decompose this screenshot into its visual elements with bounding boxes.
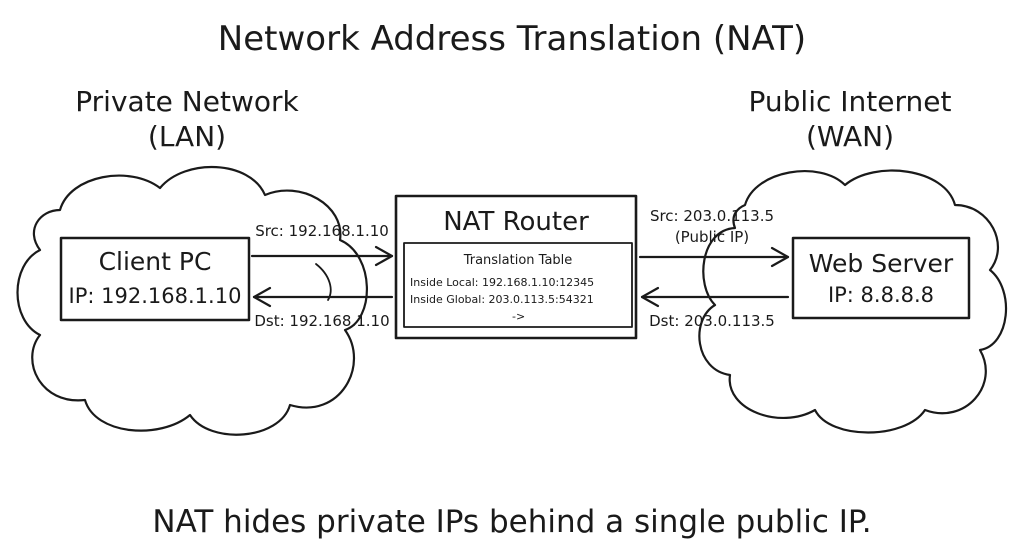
- inside-local-entry: Inside Local: 192.168.1.10:12345: [410, 276, 594, 289]
- inside-global-entry: Inside Global: 203.0.113.5:54321: [410, 293, 594, 306]
- nat-router-name: NAT Router: [443, 207, 589, 237]
- web-server-box: [791, 236, 971, 320]
- wan-outbound-arrowhead: [770, 246, 790, 268]
- translation-table-title: Translation Table: [463, 253, 573, 268]
- client-pc-box: [59, 236, 251, 322]
- web-server-ip: IP: 8.8.8.8: [828, 283, 934, 307]
- web-server-name: Web Server: [809, 249, 954, 278]
- lan-src-label: Src: 192.168.1.10: [255, 222, 389, 240]
- lan-cloud: [16, 166, 368, 436]
- wan-cloud: [698, 169, 1008, 434]
- wan-return-arrowhead: [640, 286, 660, 308]
- wan-label-line1: Public Internet: [749, 85, 952, 118]
- client-pc-name: Client PC: [99, 247, 212, 276]
- wan-src-note: (Public IP): [675, 228, 749, 246]
- nat-router-box: [394, 194, 638, 340]
- wan-src-label: Src: 203.0.113.5: [650, 207, 774, 225]
- lan-dst-label: Dst: 192.168.1.10: [254, 312, 389, 330]
- lan-outbound-arrowhead: [374, 245, 394, 267]
- lan-curve-mark: [315, 263, 332, 301]
- diagram-title: Network Address Translation (NAT): [218, 19, 806, 59]
- lan-label-line1: Private Network: [75, 85, 299, 118]
- diagram-caption: NAT hides private IPs behind a single pu…: [152, 504, 871, 540]
- wan-label-line2: (WAN): [806, 120, 894, 153]
- lan-return-arrowhead: [252, 286, 272, 308]
- client-pc-ip: IP: 192.168.1.10: [69, 284, 242, 308]
- lan-label-line2: (LAN): [148, 120, 226, 153]
- wan-dst-label: Dst: 203.0.113.5: [649, 312, 775, 330]
- translation-arrow-text: ->: [512, 310, 525, 323]
- translation-table-box: [403, 242, 633, 328]
